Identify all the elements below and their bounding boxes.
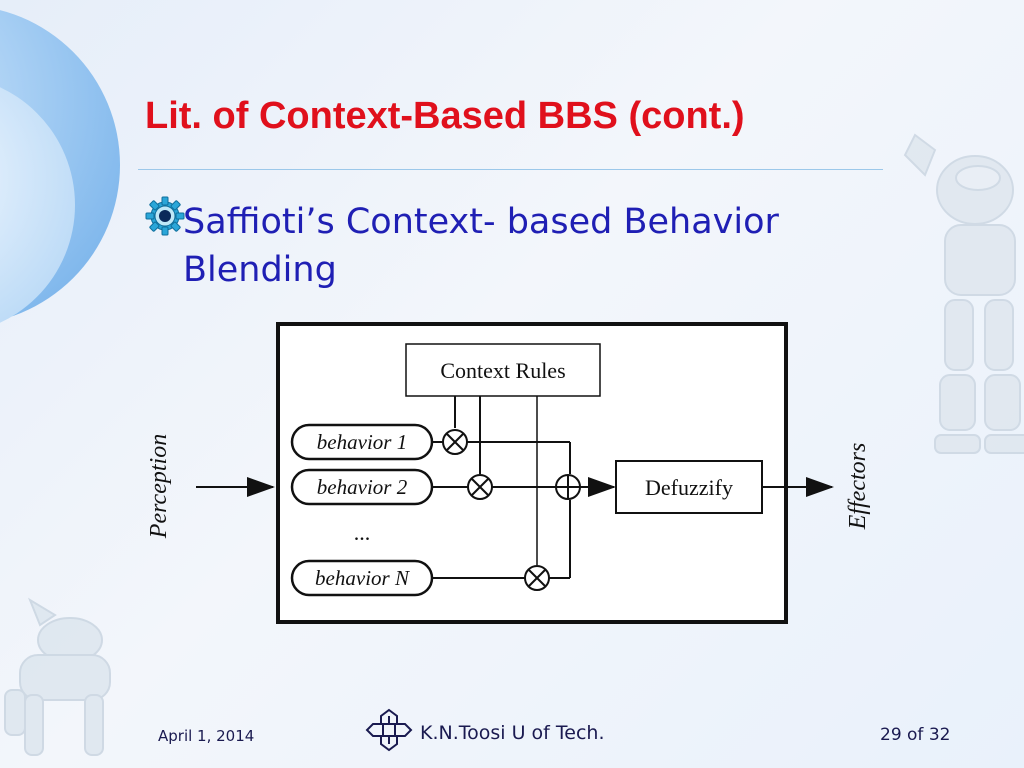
behavior-n-label: behavior N [315, 566, 410, 590]
context-rules-label: Context Rules [440, 358, 565, 383]
multiply-node-1 [442, 429, 468, 455]
ellipsis: ... [354, 520, 371, 545]
behavior-n: behavior N [290, 559, 434, 597]
robot-dog-watermark [4, 597, 111, 756]
page-number: 29 of 32 [880, 725, 951, 745]
behavior-2-label: behavior 2 [317, 475, 408, 499]
perception-label: Perception [146, 434, 172, 539]
gear-bullet-icon [145, 196, 185, 236]
behavior-2: behavior 2 [290, 468, 434, 506]
university-logo-icon [365, 708, 413, 752]
defuzzify-label: Defuzzify [645, 475, 733, 500]
multiply-node-n [524, 565, 550, 591]
sum-node [555, 474, 581, 500]
footer-date: April 1, 2014 [158, 727, 255, 745]
footer-institution: K.N.Toosi U of Tech. [420, 722, 605, 744]
context-rules-box [405, 343, 601, 397]
decor-circle-inner [0, 87, 75, 323]
slide-title: Lit. of Context-Based BBS (cont.) [145, 95, 745, 137]
multiply-node-2 [467, 474, 493, 500]
behavior-1-label: behavior 1 [317, 430, 407, 454]
title-divider [138, 169, 883, 170]
defuzzify-box [615, 460, 763, 514]
behavior-1: behavior 1 [290, 423, 434, 461]
context-blending-diagram: Context Rules behavior 1 behavior 2 ... … [146, 322, 871, 624]
robot-watermark [903, 133, 1024, 454]
bullet-text: Saffioti’s Context- based Behavior Blend… [183, 202, 779, 290]
effectors-label: Effectors [845, 443, 871, 531]
